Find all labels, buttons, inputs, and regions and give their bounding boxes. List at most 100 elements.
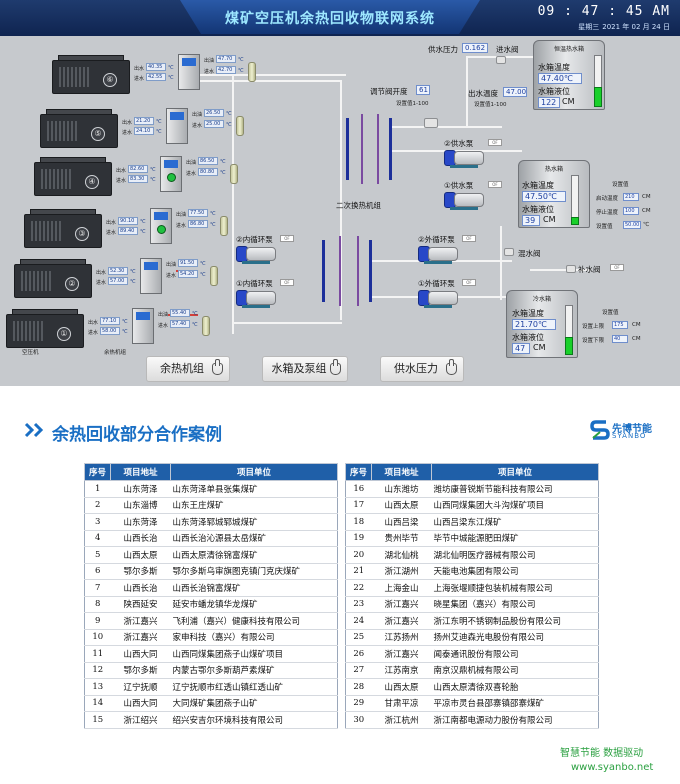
tank-mid-level: 39 [522, 215, 540, 226]
unit-cel: ℃ [130, 269, 136, 275]
air-compressor-unit[interactable]: ① [6, 314, 84, 348]
cell-company: 内蒙古鄂尔多斯葫芦素煤矿 [170, 662, 338, 679]
cell-index: 13 [84, 678, 111, 696]
air-compressor-unit[interactable]: ⑥ [52, 60, 130, 94]
cabinet-screen [154, 212, 168, 220]
cell-company: 山西同煤集团大斗沟煤矿项目 [431, 497, 599, 514]
air-compressor-unit[interactable]: ④ [34, 162, 112, 196]
unit-cel: ℃ [156, 129, 162, 135]
unit-number-badge: ③ [75, 227, 89, 241]
cell-index: 8 [84, 596, 111, 613]
cell-index: 19 [345, 530, 372, 547]
cell-company: 山西长治锦富煤矿 [170, 579, 338, 597]
makeup-valve-label: 补水阀 [578, 265, 601, 274]
cabinet-screen [164, 160, 178, 168]
unit-cel: ℃ [156, 119, 162, 125]
nav-button-supply-pressure[interactable]: 供水压力 [380, 356, 464, 382]
tank-bottom-lower[interactable]: 40 [612, 335, 628, 343]
tank-mid-set[interactable]: 50.00 [623, 221, 641, 229]
tank-mid-level-label: 水箱液位 [522, 205, 554, 214]
unit-cel: ℃ [168, 65, 174, 71]
regulating-valve[interactable] [424, 118, 438, 128]
inner-circulation-pump-1[interactable]: ①内循环泵 OF [236, 279, 296, 326]
pump-motor [428, 291, 458, 305]
cell-index: 30 [345, 711, 372, 729]
heat-recovery-cabinet[interactable] [166, 108, 188, 144]
cab-out-temp: 26.50 [204, 109, 224, 117]
air-compressor-unit[interactable]: ③ [24, 214, 102, 248]
status-light-icon [167, 173, 176, 182]
makeup-valve[interactable] [566, 265, 576, 273]
pump-status-tag: OF [280, 279, 294, 286]
cell-index: 10 [84, 629, 111, 646]
cell-index: 3 [84, 513, 111, 531]
cell-location: 辽宁抚顺 [110, 678, 171, 696]
hand-pointer-icon [212, 359, 223, 375]
unit-number-badge: ① [57, 327, 71, 341]
unit-in-temp: 57.00 [108, 277, 128, 285]
cell-index: 14 [84, 695, 111, 712]
heat-recovery-cabinet[interactable] [160, 156, 182, 192]
footer-url[interactable]: www.syanbo.net [571, 762, 654, 773]
nav-button-heat-units[interactable]: 余热机组 [146, 356, 230, 382]
hand-pointer-icon [446, 359, 457, 375]
cell-index: 5 [84, 546, 111, 564]
heat-recovery-cabinet[interactable] [140, 258, 162, 294]
unit-cel: ℃ [192, 311, 198, 317]
tank-bottom-upper[interactable]: 175 [612, 321, 628, 329]
heat-recovery-cabinet[interactable] [132, 308, 154, 344]
makeup-valve-tag: OF [610, 264, 624, 271]
cabinet-screen [144, 262, 158, 270]
mix-valve-label: 混水阀 [518, 249, 541, 258]
col-header-location: 项目地址 [110, 463, 171, 481]
nav-button-tank-pumps[interactable]: 水箱及泵组 [262, 356, 348, 382]
heat-exchanger-bottom [322, 236, 372, 306]
tank-top-level-bar [594, 87, 602, 107]
pump-status-tag: OF [488, 139, 502, 146]
cell-company: 南京汉鼎机械有限公司 [431, 662, 599, 679]
cell-company: 家申科技（嘉兴）有限公司 [170, 629, 338, 646]
unit-cel: ℃ [238, 68, 244, 74]
col-header-index: 序号 [345, 463, 372, 481]
tank-top-temp-label: 水箱温度 [538, 63, 570, 72]
pump-label: ①内循环泵 [236, 279, 273, 288]
hand-pointer-icon [330, 359, 341, 375]
cell-location: 浙江嘉兴 [110, 612, 171, 630]
unit-out-temp: 21.20 [134, 117, 154, 125]
tank-bottom-level-bar [565, 337, 573, 355]
heat-recovery-cabinet[interactable] [150, 208, 172, 244]
cab-in-temp: 54.20 [178, 270, 198, 278]
air-compressor-unit[interactable]: ② [14, 264, 92, 298]
filter-cylinder [230, 164, 238, 184]
heat-exchanger-top [346, 114, 392, 184]
cell-company: 浙江东明不锈钢制品股份有限公司 [431, 612, 599, 630]
tank-mid-start[interactable]: 210 [623, 193, 639, 201]
heat-recovery-cabinet[interactable] [178, 54, 200, 90]
cell-index: 7 [84, 579, 111, 597]
cab-in-label: 进水 [192, 123, 203, 129]
inlet-valve[interactable] [496, 56, 506, 64]
cell-index: 25 [345, 629, 372, 646]
cell-company: 山西太原清徐锦富煤矿 [170, 546, 338, 564]
tank-mid-stop[interactable]: 100 [623, 207, 639, 215]
air-compressor-unit[interactable]: ⑤ [40, 114, 118, 148]
filter-cylinder [236, 116, 244, 136]
supply-pressure-label: 供水压力 [428, 45, 458, 54]
pipe-segment [392, 126, 502, 128]
pump-label: ①外循环泵 [418, 279, 455, 288]
regulating-valve-label: 调节阀开度 [370, 87, 408, 96]
mix-valve[interactable] [504, 248, 514, 256]
